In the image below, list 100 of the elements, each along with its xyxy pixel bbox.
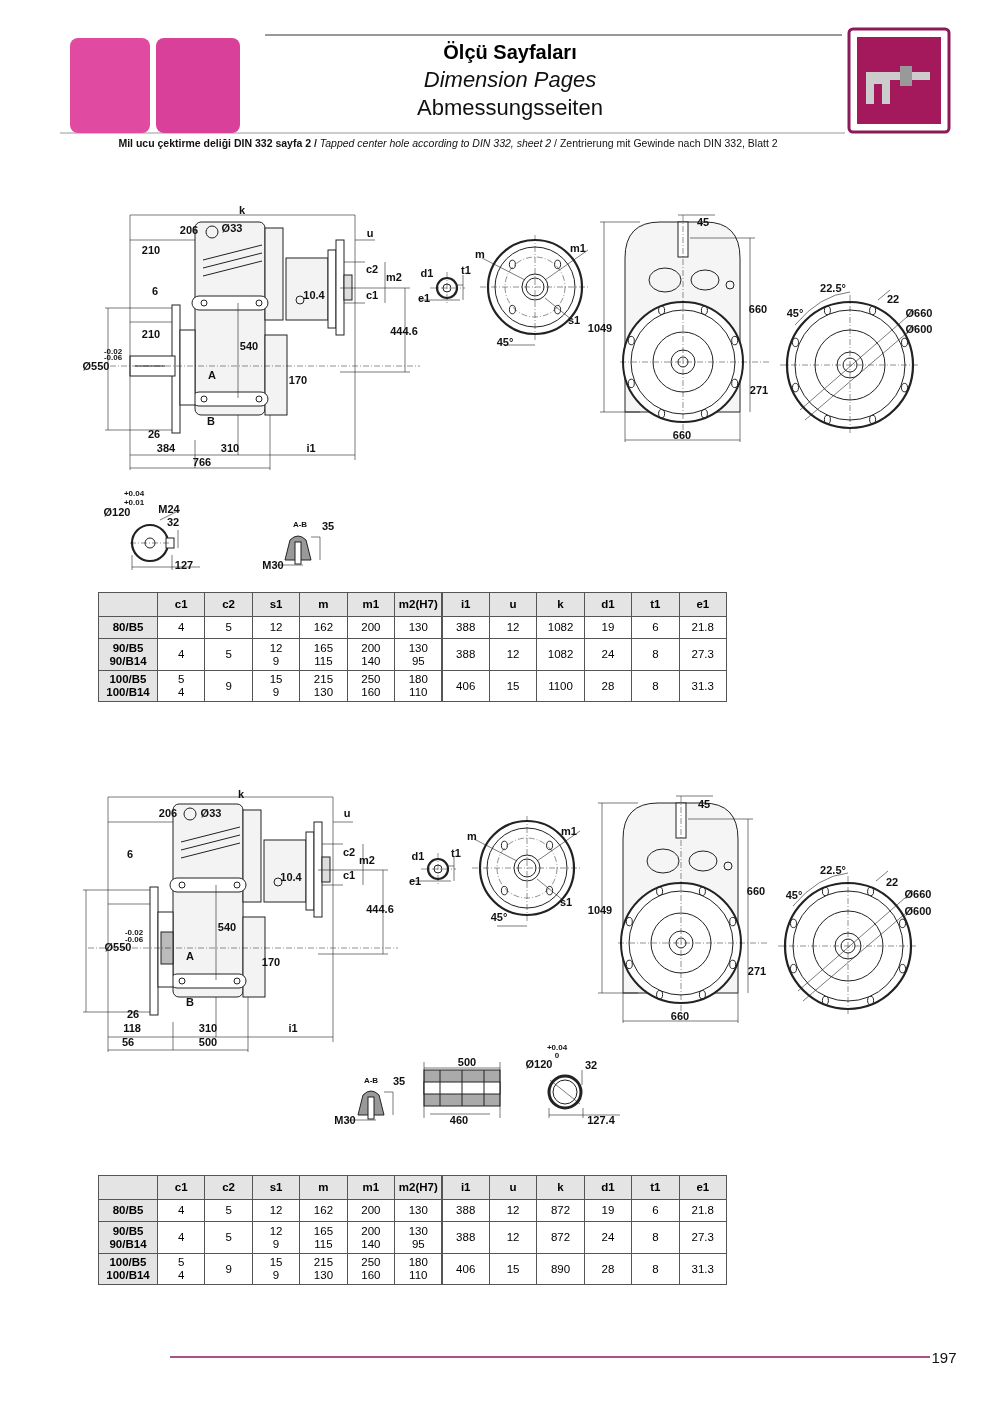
dimension-label: 206 [179,224,199,236]
table-header-cell: c1 [157,592,206,617]
row-label-cell: 90/B5 90/B14 [98,638,158,671]
dimension-label: -0.02 [103,348,123,356]
page-number: 197 [931,1349,957,1365]
dimension-label: 35 [392,1075,406,1087]
dimension-label: t1 [451,847,461,859]
dimension-label: d1 [411,850,425,862]
row-label-cell: 90/B5 90/B14 [98,1221,158,1254]
dimension-label: 500 [198,1036,218,1048]
dimension-label: m2 [359,854,375,866]
dimension-label: M24 [158,503,180,515]
dimension-label: A [208,369,216,381]
dimension-label: 660 [748,303,768,315]
dimension-label: 271 [749,384,769,396]
dimension-label: s1 [559,896,573,908]
page-subtitle: Dimension Pages [423,69,597,91]
table-header-cell: k [536,592,585,617]
dimension-label: i1 [288,1022,298,1034]
row-label-cell: 80/B5 [98,1199,158,1222]
table-header-cell: k [536,1175,585,1200]
dimension-label: c1 [365,289,379,301]
dimension-label: 1049 [587,322,613,334]
dimension-label: m [475,248,485,260]
table-header-cell: t1 [631,592,680,617]
dimension-label: M30 [262,559,284,571]
dimension-label: 26 [126,1008,140,1020]
dimension-label: 660 [670,1010,690,1022]
dimension-label: t1 [461,264,471,276]
dimension-label: Ø660 [904,888,932,900]
dimension-label: 10.4 [303,289,325,301]
dimension-label: 310 [220,442,240,454]
dimension-label: 22 [886,293,900,305]
table-cell: 406 [441,670,490,702]
dimension-label: Ø660 [905,307,933,319]
dimension-label: 170 [288,374,308,386]
table-cell: 180 110 [394,670,443,702]
dimension-label: 45° [490,911,508,923]
dimension-label: +0.01 [123,499,145,507]
dimension-label: 118 [123,1022,141,1034]
dimension-label: +0.04 [546,1044,568,1052]
dimension-label: 444.6 [366,903,394,915]
dimension-label: 22.5° [820,282,846,294]
table-header-cell: c2 [204,1175,253,1200]
row-label-cell: 100/B5 100/B14 [98,1253,158,1285]
dimension-label: s1 [567,314,581,326]
dimension-label: 56 [121,1036,135,1048]
dimension-label: i1 [306,442,316,454]
dimension-label: 540 [239,340,259,352]
dimension-label: Ø600 [905,323,933,335]
dimension-label: m [467,830,477,842]
dimension-label: 45° [786,307,804,319]
dimension-label: 500 [457,1056,477,1068]
dimension-label: 127.4 [587,1114,615,1126]
dimension-label: u [366,227,374,239]
dimension-label: Ø600 [904,905,932,917]
dimension-label: 170 [261,956,281,968]
dimension-label: -0.02 [124,929,144,937]
dimension-label: m1 [561,825,577,837]
dimension-label: 22 [885,876,899,888]
dimension-label: e1 [408,875,422,887]
dimension-label: 26 [147,428,161,440]
dimension-label: u [343,807,351,819]
dimension-label: A [186,950,194,962]
dimension-label: 384 [156,442,176,454]
dimension-label: 271 [747,965,767,977]
dimension-label: 660 [746,885,766,897]
dimension-label: M30 [334,1114,356,1126]
dimension-label: c1 [342,869,356,881]
dimension-label: 45° [496,336,514,348]
dimension-label: Ø33 [200,807,222,819]
page-subtitle: Abmessungsseiten [417,97,603,119]
dimension-label: 0 [554,1052,560,1060]
dimension-label: Ø120 [103,506,131,518]
dimension-label: 540 [217,921,237,933]
dimension-label: 45 [696,216,710,228]
dimension-label: 45° [785,889,803,901]
table-header-cell: m2(H7) [394,1175,443,1200]
dimension-label: 6 [126,848,134,860]
dimension-label: 22.5° [820,864,846,876]
dimension-label: m1 [570,242,586,254]
dimension-label: k [237,788,245,800]
dimension-label: m2 [386,271,402,283]
dimension-label: 660 [672,429,692,441]
table-header-cell: c1 [157,1175,206,1200]
dimension-label: 210 [141,328,161,340]
table-cell: 406 [441,1253,490,1285]
dimension-label: k [238,204,246,216]
dimension-label: c2 [365,263,379,275]
dimension-label: 127 [174,559,194,571]
dimension-label: 45 [697,798,711,810]
dimension-label: Ø120 [525,1058,553,1070]
dimension-label: 310 [198,1022,218,1034]
dimension-label: 10.4 [280,871,302,883]
dimension-label: Ø33 [221,222,243,234]
dimension-label: Ø550 [82,360,110,372]
dimension-label: 766 [192,456,212,468]
dimension-label: e1 [417,292,431,304]
dimension-label: 444.6 [390,325,418,337]
dimension-label: c2 [342,846,356,858]
